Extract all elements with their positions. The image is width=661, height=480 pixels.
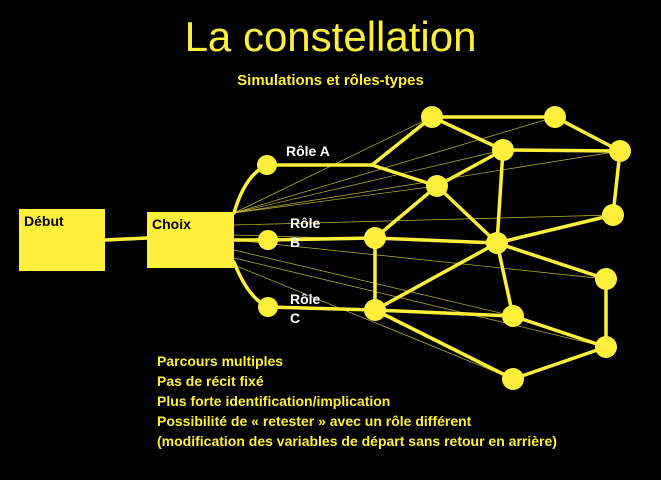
note-item: (modification des variables de départ sa… <box>157 433 557 449</box>
edge <box>430 115 505 152</box>
node <box>595 268 617 290</box>
edge <box>370 163 439 188</box>
note-item: Plus forte identification/implication <box>157 393 391 409</box>
role-b-label: Rôle B <box>290 215 321 250</box>
node <box>426 175 448 197</box>
start-box: Début <box>19 209 105 271</box>
node-role-b <box>258 230 278 250</box>
edge <box>501 148 622 153</box>
note-item: Pas de récit fixé <box>157 373 264 389</box>
note-item: Possibilité de « retester » avec un rôle… <box>157 413 472 429</box>
edge <box>373 236 499 245</box>
node <box>364 227 386 249</box>
node <box>602 204 624 226</box>
notes-list: Parcours multiples Pas de récit fixé Plu… <box>157 351 557 451</box>
edge <box>266 236 377 242</box>
ray <box>233 214 614 226</box>
role-a-label: Rôle A <box>286 143 330 159</box>
edge <box>495 148 505 245</box>
note-item: Parcours multiples <box>157 353 284 369</box>
edge <box>511 314 608 349</box>
start-box-label: Début <box>24 213 64 229</box>
edge <box>495 241 608 281</box>
edge <box>370 115 434 167</box>
edge <box>495 213 615 245</box>
edge <box>435 184 499 245</box>
edge <box>435 148 505 188</box>
node-role-c <box>258 297 278 317</box>
node <box>502 368 524 390</box>
node <box>421 106 443 128</box>
node-role-a <box>257 155 277 175</box>
ray <box>233 239 607 280</box>
node <box>492 139 514 161</box>
edge <box>373 308 515 318</box>
node <box>486 232 508 254</box>
choice-box: Choix <box>147 212 234 268</box>
ray <box>233 116 556 214</box>
edge <box>266 305 377 312</box>
ray <box>233 185 438 214</box>
node <box>595 336 617 358</box>
edge <box>511 345 608 381</box>
slide-subtitle: Simulations et rôles-types <box>237 72 424 89</box>
slide-title: La constellation <box>184 13 477 60</box>
node <box>609 140 631 162</box>
node <box>502 305 524 327</box>
nodes <box>257 106 631 390</box>
edge <box>373 308 515 381</box>
edge <box>495 241 515 318</box>
node <box>544 106 566 128</box>
ray <box>233 257 607 348</box>
choice-box-label: Choix <box>152 216 191 232</box>
ray <box>233 149 504 214</box>
edge <box>373 241 499 312</box>
role-c-label: Rôle C <box>290 291 321 326</box>
node <box>364 299 386 321</box>
edge <box>553 115 622 153</box>
ray <box>233 264 514 380</box>
edge-start-choice <box>103 236 149 242</box>
edge <box>373 184 439 240</box>
